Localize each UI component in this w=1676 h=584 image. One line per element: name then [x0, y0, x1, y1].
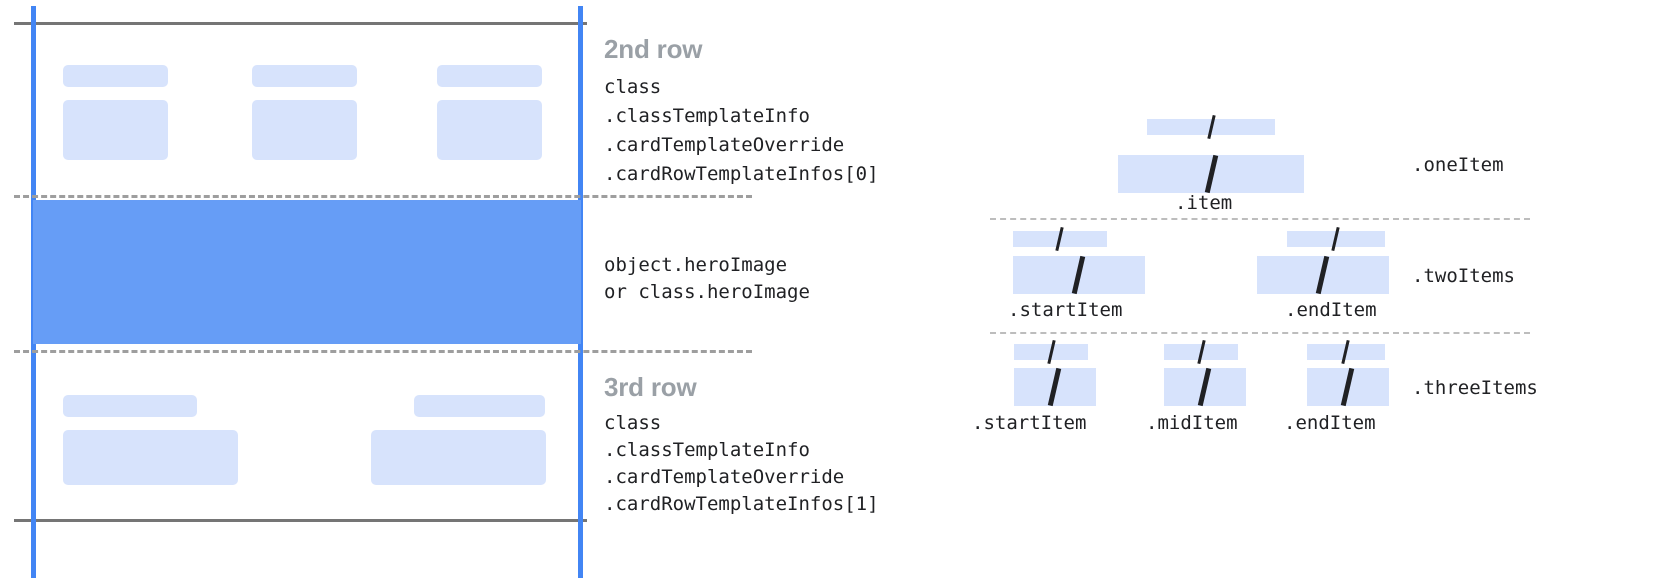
divider-above-hero: [14, 195, 752, 198]
row3-chip-body-1: [63, 430, 238, 485]
row3-chip-title-1: [63, 395, 197, 417]
threeitems-end-label: .endItem: [1284, 412, 1376, 434]
hero-code-line-1: or class.heroImage: [604, 281, 810, 303]
row3-code-line-2: .cardTemplateOverride: [604, 466, 845, 488]
row2-chip-body-1: [63, 100, 168, 160]
row3-chip-body-2: [371, 430, 546, 485]
row2-code-line-0: class: [604, 76, 662, 98]
legend-divider-2: [990, 332, 1530, 334]
row3-code-line-0: class: [604, 412, 662, 434]
row2-chip-title-2: [252, 65, 357, 87]
threeitems-right-label: .threeItems: [1412, 377, 1538, 399]
legend-divider-1: [990, 218, 1530, 220]
row3-heading: 3rd row: [604, 372, 697, 402]
card-top-rule: [14, 22, 587, 25]
card-bottom-rule: [14, 519, 587, 522]
twoitems-end-label: .endItem: [1285, 299, 1377, 321]
row2-code-line-2: .cardTemplateOverride: [604, 134, 845, 156]
row2-code-line-3: .cardRowTemplateInfos[0]: [604, 163, 879, 185]
row2-code-line-1: .classTemplateInfo: [604, 105, 810, 127]
oneitem-item-label: .item: [1175, 192, 1233, 214]
row3-code-line-1: .classTemplateInfo: [604, 439, 810, 461]
threeitems-mid-label: .midItem: [1146, 412, 1238, 434]
twoitems-start-label: .startItem: [1008, 299, 1123, 321]
row2-heading: 2nd row: [604, 34, 703, 64]
row2-chip-body-3: [437, 100, 542, 160]
row3-chip-title-2: [414, 395, 545, 417]
hero-image-band: [33, 200, 581, 344]
row2-chip-body-2: [252, 100, 357, 160]
row3-code-line-3: .cardRowTemplateInfos[1]: [604, 493, 879, 515]
hero-code-line-0: object.heroImage: [604, 254, 788, 276]
divider-below-hero: [14, 350, 752, 353]
card-mock: [0, 0, 752, 584]
twoitems-right-label: .twoItems: [1412, 265, 1515, 287]
oneitem-right-label: .oneItem: [1412, 154, 1504, 176]
row2-chip-title-3: [437, 65, 542, 87]
row2-chip-title-1: [63, 65, 168, 87]
threeitems-start-label: .startItem: [972, 412, 1087, 434]
